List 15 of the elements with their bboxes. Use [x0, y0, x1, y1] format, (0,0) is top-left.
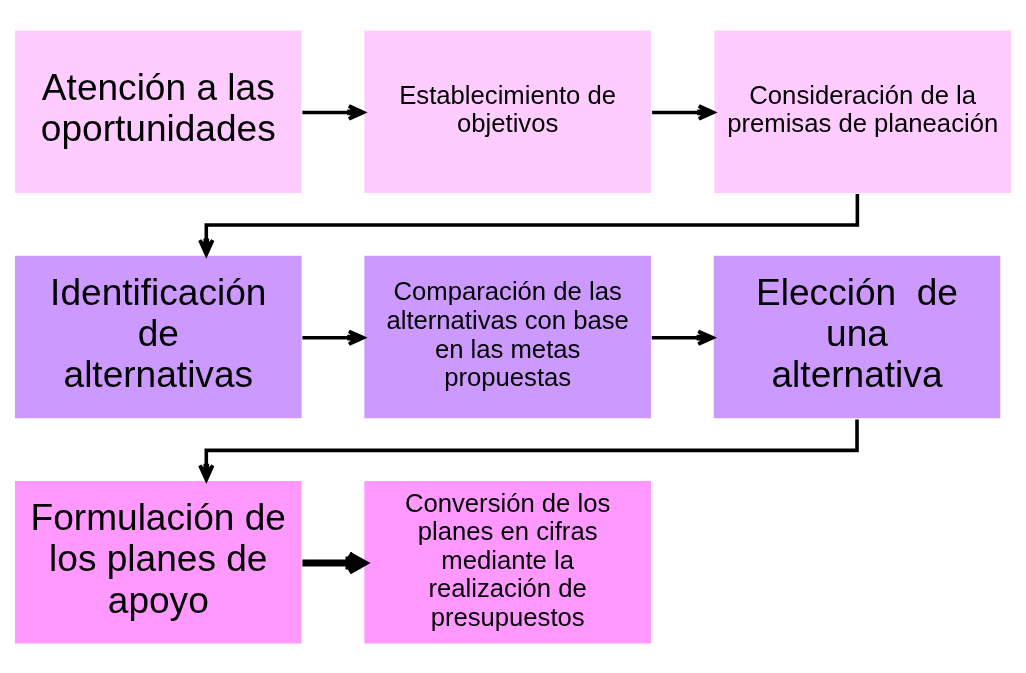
node-box: Conversión de los planes en cifras mediante la realización de presupuestos — [362, 479, 653, 645]
arrow — [302, 103, 366, 121]
arrow — [651, 329, 715, 346]
node-box: Formulación de los planes de apoyo — [13, 479, 304, 645]
arrow — [198, 418, 859, 482]
node-box: Consideración de la premisas de planeación — [713, 28, 1013, 194]
node-box: Atención a las oportunidades — [13, 28, 304, 194]
arrow — [302, 329, 366, 346]
arrow — [652, 103, 715, 121]
node-box: Comparación de las alternativas con base en las metas propuestas — [362, 253, 653, 420]
node-box: Establecimiento de objetivos — [362, 28, 653, 194]
arrow — [198, 193, 860, 256]
arrow — [302, 550, 368, 575]
node-box: Elección de una alternativa — [712, 253, 1002, 420]
node-box: Identificación de alternativas — [13, 253, 304, 420]
